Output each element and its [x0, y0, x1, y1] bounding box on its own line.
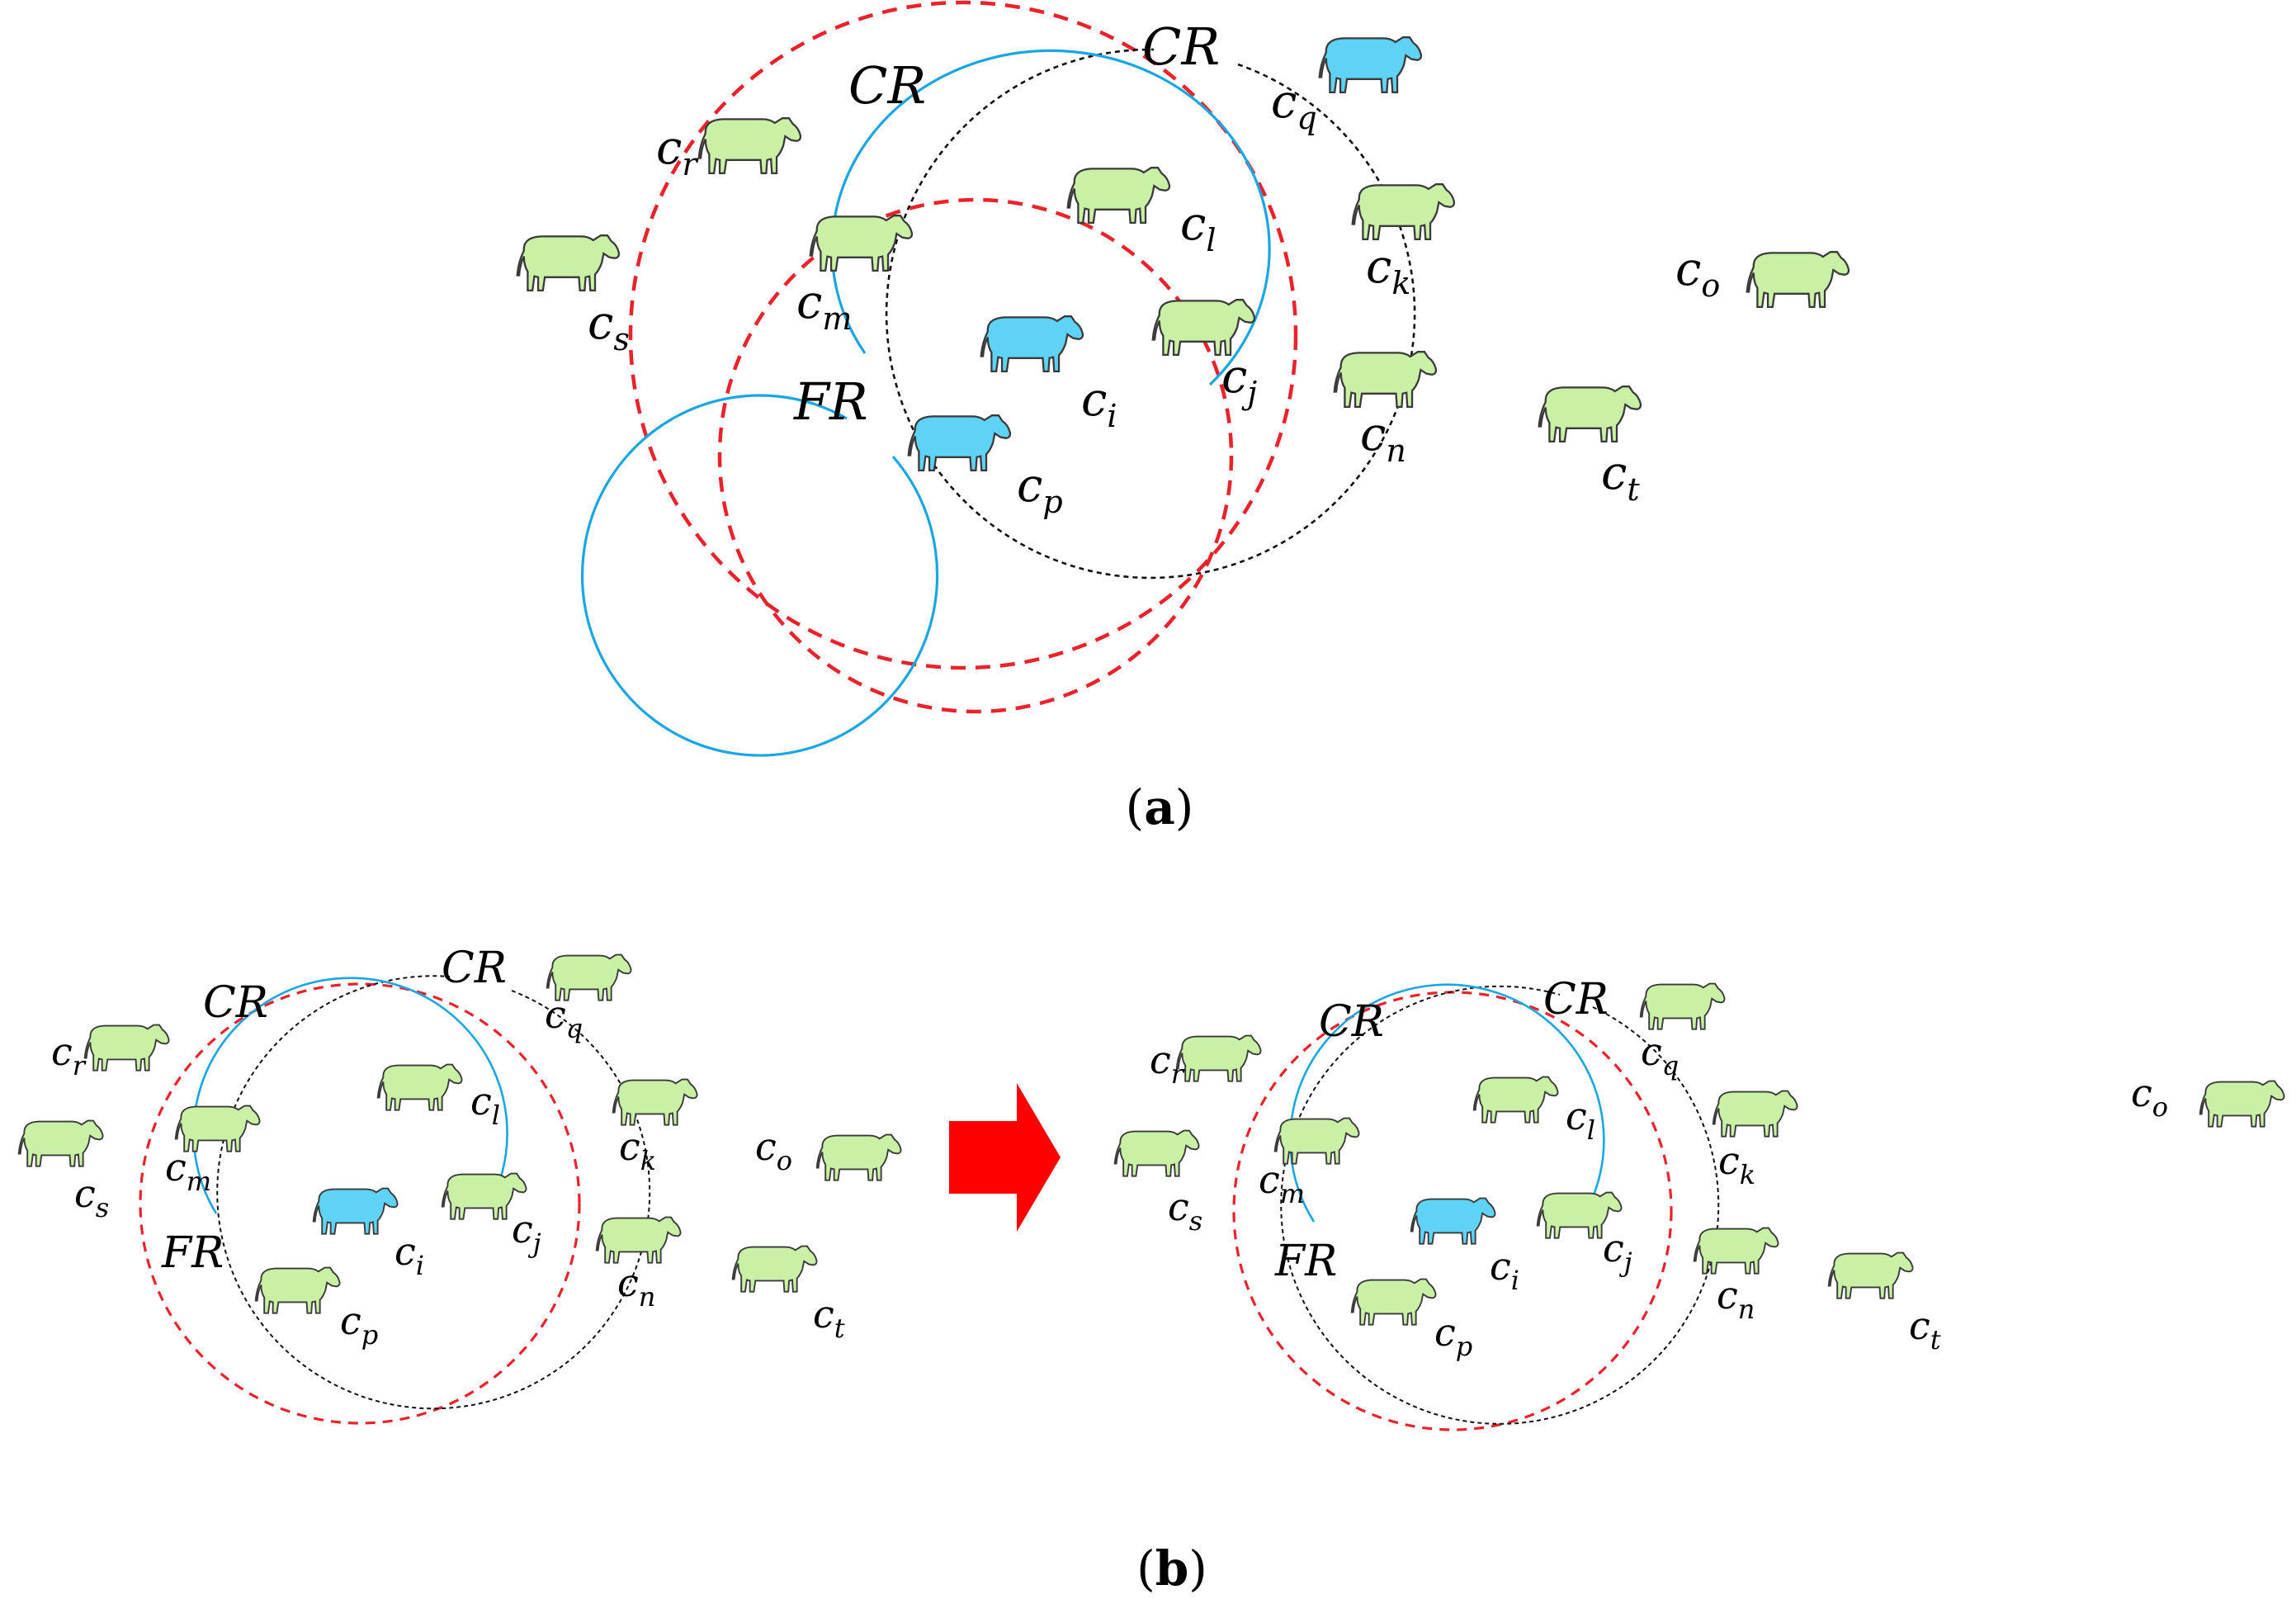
right-arrow-icon: [949, 1083, 1061, 1232]
cow-icon: [83, 1024, 170, 1072]
cow-icon: [980, 315, 1084, 373]
cow-icon: [1712, 1090, 1798, 1138]
cow-icon: [516, 234, 621, 292]
cow-label-n: cn: [617, 1261, 655, 1313]
panel-a-cr-circle-lower: [717, 197, 1234, 714]
panel-a-cr-label-black: CR: [1142, 17, 1220, 77]
panel-a-cr-label-red: CR: [848, 55, 926, 116]
panel-b-right-fr-label: FR: [1274, 1237, 1337, 1286]
cow-label-i: ci: [394, 1229, 424, 1281]
cow-label-r: cr: [656, 121, 699, 182]
cow-icon: [1472, 1076, 1559, 1124]
cow-icon: [731, 1245, 818, 1293]
cow-label-p: cp: [1017, 459, 1063, 520]
cow-icon: [595, 1216, 682, 1264]
cow-label-q: cq: [1271, 75, 1317, 136]
cow-label-n: cn: [1717, 1273, 1755, 1325]
panel-b-right-cr-label-black: CR: [1543, 975, 1609, 1024]
cow-label-t: ct: [1909, 1303, 1941, 1355]
cow-icon: [815, 1133, 902, 1181]
cow-icon: [1333, 351, 1438, 409]
caption-b: (b): [1136, 1540, 1207, 1597]
cow-label-k: ck: [1718, 1138, 1755, 1190]
cow-label-m: cm: [165, 1145, 211, 1197]
cow-icon: [1639, 982, 1726, 1030]
cow-label-s: cs: [74, 1171, 109, 1223]
panel-b-after: CR CR FR cq cr cl co ck cm cs cj ci cn c…: [1113, 975, 2285, 1431]
cow-icon: [376, 1063, 463, 1111]
cow-icon: [1066, 167, 1171, 225]
cow-label-q: cq: [545, 992, 583, 1044]
cow-label-i: ci: [1490, 1244, 1519, 1296]
cow-icon: [2199, 1080, 2285, 1128]
cow-label-m: cm: [1259, 1157, 1305, 1209]
panel-b-left-cr-circle-black: [216, 975, 651, 1410]
cow-icon: [1175, 1034, 1262, 1082]
panel-b-left-fr-label: FR: [161, 1228, 224, 1278]
cow-label-j: cj: [512, 1207, 541, 1259]
cow-label-o: co: [1675, 243, 1720, 304]
cow-label-s: cs: [1168, 1185, 1202, 1237]
cow-label-l: cl: [1566, 1094, 1595, 1146]
cow-icon: [1273, 1117, 1360, 1165]
cow-icon: [254, 1266, 341, 1314]
cow-icon: [1113, 1129, 1200, 1177]
cow-icon: [697, 117, 802, 175]
panel-a-cr-circle-black: [885, 48, 1416, 580]
panel-a: CR CR FR cq cr cl ck co cm cs cj ci cn c…: [516, 0, 1850, 835]
cow-label-l: cl: [470, 1079, 500, 1131]
cow-icon: [1410, 1197, 1496, 1245]
panel-b-right-cr-circle-black: [1280, 985, 1720, 1425]
cow-label-o: co: [2131, 1071, 2168, 1123]
panel-a-cr-circle-upper: [628, 0, 1298, 670]
panel-b-right-cr-label-red: CR: [1319, 997, 1384, 1047]
cow-icon: [1827, 1251, 1914, 1299]
panel-b-left-cr-label-black: CR: [442, 944, 507, 993]
cow-label-j: cj: [1603, 1226, 1632, 1278]
cow-label-o: co: [755, 1124, 792, 1176]
cow-icon: [312, 1187, 399, 1235]
panel-b-before: CR CR FR cq cr cl ck co cm cs cj ci cn c…: [17, 944, 902, 1425]
cow-icon: [1318, 36, 1423, 94]
cow-label-p: cp: [340, 1299, 378, 1351]
cow-icon: [1746, 251, 1850, 309]
cow-icon: [907, 414, 1012, 472]
panel-b-left-cr-circle-red: [139, 982, 581, 1425]
panel-a-fr-circle-inner: [580, 394, 939, 757]
cow-label-q: cq: [1641, 1029, 1679, 1081]
cow-label-t: ct: [813, 1292, 845, 1344]
panel-b-right-cr-circle-red: [1232, 991, 1673, 1431]
cow-icon: [1693, 1227, 1779, 1275]
cow-label-n: cn: [1360, 408, 1406, 469]
cow-icon: [1351, 183, 1456, 241]
panel-a-fr-label: FR: [793, 371, 868, 432]
cow-label-k: ck: [619, 1124, 656, 1176]
cow-label-j: cj: [1221, 350, 1257, 411]
cow-label-r: cr: [1150, 1038, 1185, 1090]
cow-icon: [174, 1105, 261, 1152]
cow-label-r: cr: [51, 1029, 87, 1081]
cow-label-l: cl: [1180, 197, 1217, 258]
cow-icon: [17, 1119, 104, 1167]
cow-label-k: ck: [1366, 240, 1410, 301]
caption-a: (a): [1126, 779, 1194, 835]
cow-icon: [1538, 386, 1642, 443]
cow-icon: [612, 1078, 698, 1126]
cow-icon: [1350, 1278, 1437, 1326]
cow-label-i: ci: [1081, 373, 1117, 434]
cow-label-m: cm: [796, 276, 852, 337]
cow-label-p: cp: [1434, 1310, 1472, 1362]
cow-label-s: cs: [588, 296, 630, 357]
panel-b-left-cr-label-red: CR: [203, 978, 268, 1028]
cow-label-t: ct: [1601, 447, 1640, 508]
cow-icon: [1151, 299, 1256, 357]
